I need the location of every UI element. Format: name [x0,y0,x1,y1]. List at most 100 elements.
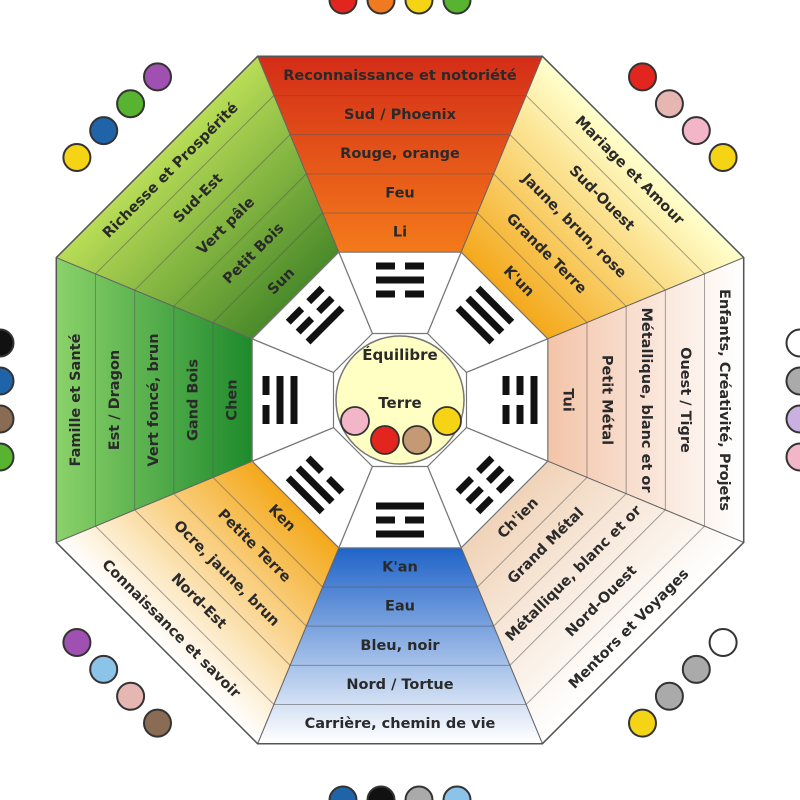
color-dot-green [116,89,146,119]
color-dot-green [442,0,472,15]
color-dot-brown [143,708,172,738]
sector-ouest-row-4: Petit Métal [599,355,615,445]
color-dot-blue [328,785,358,800]
sector-nord-ouest-color-dots [628,628,738,738]
row-divider [477,212,588,323]
color-dot-grey [785,366,800,396]
color-dot-rose [116,681,146,711]
octagon-outline [55,55,745,745]
color-dot-pink [681,116,711,146]
sector-sud-row-2: Sud / Phoenix [344,107,457,123]
sector-est-row-4: Gand Bois [185,359,201,441]
color-dot-grey [681,654,711,684]
sector-sud-est-trigram-cell [251,251,374,374]
row-divider [525,95,705,275]
sector-sud-color-dots [328,0,472,15]
center-dot-red [370,425,400,455]
sector-nord-est-trigram-cell [251,426,374,549]
sector-ouest-trigram-icon [502,376,538,424]
color-dot-white [785,328,800,358]
sector-sud-est-color-dots [62,62,172,172]
color-dot-purple [62,628,92,657]
color-dot-yellow [708,143,738,172]
color-dot-rose [654,89,684,119]
color-dot-black [366,785,396,800]
sector-est-trigram-cell [251,337,335,463]
sector-ouest-row-3: Métallique, blanc et or [638,307,654,493]
row-divider [525,525,705,705]
sector-sud-row-4: Feu [385,185,414,201]
color-dot-lightblue [89,654,119,684]
row-divider [477,477,588,588]
row-divider [509,509,666,666]
center-label-terre: Terre [378,394,421,412]
sector-est-row-2: Est / Dragon [107,350,123,451]
sector-nord-est-trigram-icon [285,455,345,515]
sector-est-trigram-icon [262,376,298,424]
sector-est-row-3: Vert foncé, brun [146,333,162,466]
center-dot-pink [340,406,370,436]
sector-nord-row-4: Eau [385,599,415,615]
sector-nord-row-2: Nord / Tortue [346,677,453,693]
row-divider [134,134,291,291]
color-dot-grey [404,785,434,800]
sector-sud-row-1: Reconnaissance et notoriété [283,68,517,84]
row-divider [134,509,291,666]
inner-ring-layer [251,251,549,549]
sector-ouest: Enfants, Créativité, Projets Ouest / Tigr… [547,256,745,544]
color-dot-grey [654,681,684,711]
sector-ouest-row-2: Ouest / Tigre [677,347,693,453]
row-divider [493,493,627,627]
color-dot-blue [89,116,119,146]
sector-est-color-dots [0,328,15,472]
row-divider [509,134,666,291]
color-dot-green [0,442,15,472]
sector-est-row-1: Famille et Santé [68,333,84,466]
sector-ouest-color-dots [785,328,800,472]
sector-nord-row-3: Bleu, noir [360,638,440,654]
color-dot-yellow [404,0,434,15]
color-dot-brown [0,404,15,434]
color-dot-yellow [628,708,657,738]
color-dot-purple [143,62,172,92]
sector-est-row-5: Chen [225,379,241,420]
center-dot-tan [402,425,432,455]
sector-nord-row-1: Carrière, chemin de vie [305,716,496,732]
row-divider [173,493,307,627]
sector-sud-ouest-color-dots [628,62,738,172]
sector-sud-trigram-icon [376,262,424,298]
color-dot-lilac [785,404,800,434]
color-dot-black [0,328,15,358]
trigram-panel [251,251,374,374]
color-dot-orange [366,0,396,15]
color-dot-red [628,62,657,92]
row-divider [493,173,627,307]
row-divider [212,212,323,323]
row-divider [95,525,275,705]
sector-sud-ouest-trigram-icon [455,285,515,345]
color-dot-red [328,0,358,15]
center-label-equilibre: Équilibre [362,345,437,364]
sector-sud-row-3: Rouge, orange [340,146,460,162]
sector-ouest-row-1: Enfants, Créativité, Projets [716,289,732,511]
center-dots [340,406,462,455]
center-layer: Équilibre Terre [335,335,465,465]
sector-ouest-row-5: Tui [559,388,575,412]
sector-sud-row-5: Li [393,225,407,241]
center-disc [335,335,465,465]
row-divider [173,173,307,307]
center-dot-yellow [432,406,462,436]
sector-nord-row-5: K'an [382,559,418,575]
color-dot-pink [785,442,800,472]
row-divider [212,477,323,588]
row-divider [95,95,275,275]
sector-nord-est-color-dots [62,628,172,738]
sector-nord-color-dots [328,785,472,800]
sector-nord-ouest-trigram-icon [455,455,515,515]
color-dot-yellow [62,143,92,172]
